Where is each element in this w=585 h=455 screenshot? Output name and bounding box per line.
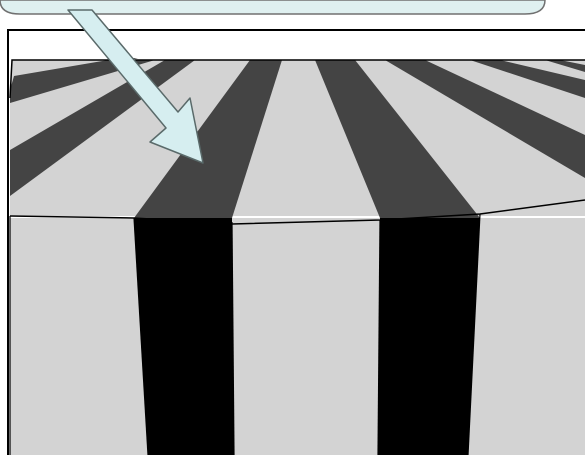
front-dark-stripe-2 <box>378 218 480 455</box>
top-face <box>10 58 585 218</box>
front-light-stripe-1 <box>10 218 148 455</box>
top-face-base <box>10 60 585 216</box>
front-dark-stripe-1 <box>134 218 234 455</box>
front-light-stripe-3 <box>468 218 585 455</box>
front-light-stripe-2 <box>232 218 380 455</box>
front-face <box>10 218 585 455</box>
